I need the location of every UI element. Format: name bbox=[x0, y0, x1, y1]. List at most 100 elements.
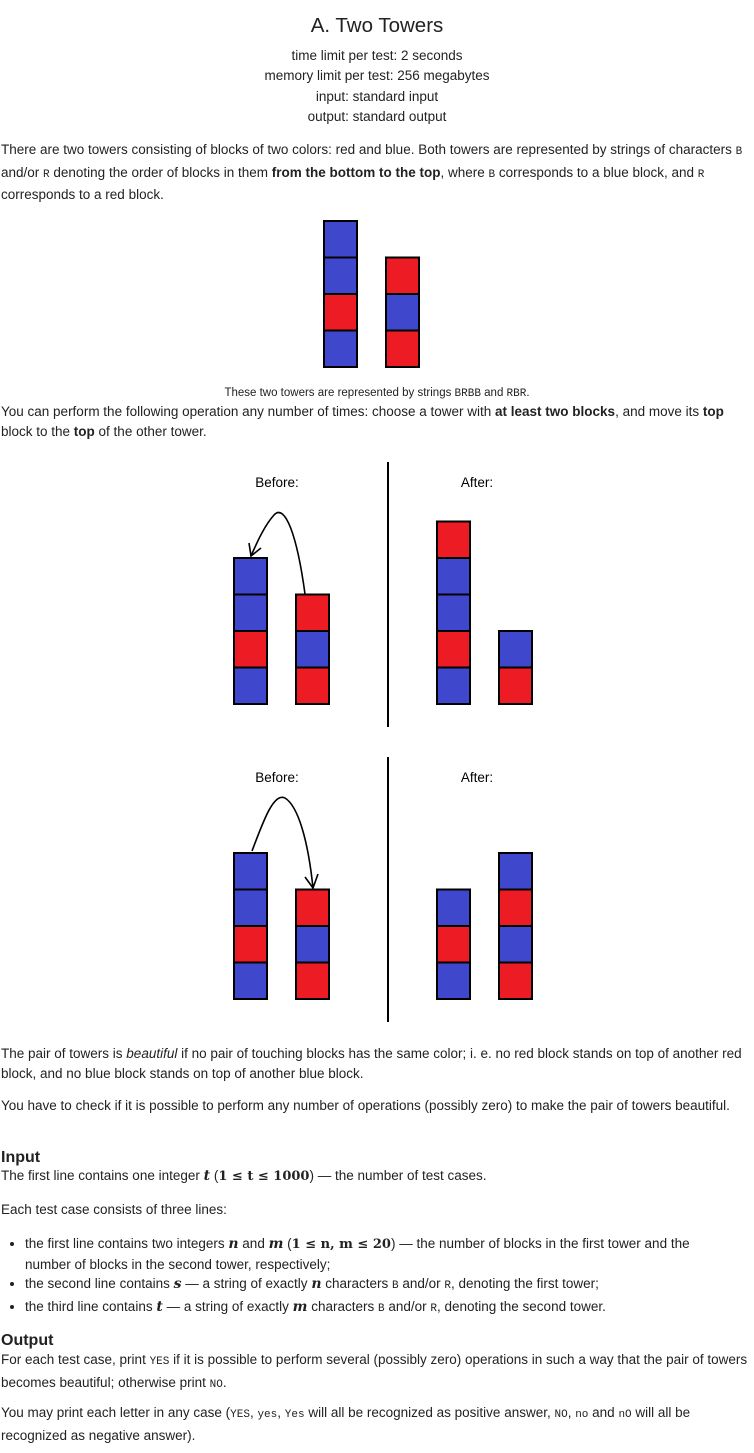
blue-block bbox=[323, 256, 358, 295]
text: the first line contains two integers bbox=[25, 1236, 229, 1251]
list-item: the third line contains t — a string of … bbox=[25, 1297, 725, 1320]
code: yes bbox=[257, 1409, 278, 1421]
emphasis: at least two blocks bbox=[495, 404, 616, 419]
after-tower-1 bbox=[436, 520, 471, 705]
after-label: After: bbox=[461, 770, 493, 785]
input-heading: Input bbox=[1, 1149, 41, 1166]
blue-block bbox=[436, 888, 471, 927]
text: and bbox=[480, 387, 507, 399]
text: , bbox=[249, 1405, 258, 1420]
text: if it is possible to perform several (po… bbox=[1, 1352, 748, 1390]
red-block bbox=[323, 293, 358, 332]
code: R bbox=[43, 168, 50, 181]
output-spec: output: standard output bbox=[307, 109, 447, 124]
code: NO bbox=[554, 1409, 568, 1421]
emphasis: top bbox=[73, 423, 95, 439]
math-var: n bbox=[228, 1236, 239, 1252]
blue-block bbox=[498, 852, 533, 891]
code: no bbox=[575, 1409, 589, 1421]
text: The first line contains one integer bbox=[1, 1168, 204, 1183]
before-label: Before: bbox=[255, 770, 299, 785]
blue-block bbox=[323, 220, 358, 259]
blue-block bbox=[436, 557, 471, 596]
statement-paragraph-4: You have to check if it is possible to p… bbox=[1, 1098, 730, 1113]
red-block bbox=[295, 666, 330, 705]
text: — a string of exactly bbox=[181, 1276, 312, 1291]
red-block bbox=[498, 888, 533, 927]
math-var: t bbox=[203, 1168, 211, 1184]
text: ( bbox=[283, 1236, 292, 1251]
output-paragraph-1: For each test case, print YES if it is p… bbox=[1, 1350, 749, 1395]
text: characters bbox=[307, 1298, 378, 1314]
emphasis: from the bottom to the top bbox=[271, 164, 441, 180]
operation-diagram-2: Before: After: bbox=[233, 757, 533, 1022]
memory-limit: memory limit per test: 256 megabytes bbox=[264, 68, 490, 83]
tower-1 bbox=[323, 220, 358, 368]
code: YES bbox=[230, 1409, 250, 1421]
text: will all be recognized as positive answe… bbox=[304, 1405, 555, 1420]
text: You may print each letter in any case ( bbox=[1, 1405, 231, 1420]
red-block bbox=[498, 961, 533, 1000]
operation-diagram-1: Before:After: bbox=[233, 462, 533, 727]
text: , and move its bbox=[615, 404, 703, 419]
blue-block bbox=[233, 888, 268, 927]
math-constraint: 1 ≤ t ≤ 1000 bbox=[218, 1169, 310, 1184]
code: BRBB bbox=[454, 388, 481, 400]
time-limit: time limit per test: 2 seconds bbox=[291, 48, 463, 63]
text: . bbox=[526, 387, 530, 399]
before-tower-2 bbox=[295, 593, 330, 705]
input-line-1: The first line contains one integer t (1… bbox=[1, 1166, 749, 1187]
text: These two towers are represented by stri… bbox=[224, 387, 455, 399]
red-block bbox=[436, 630, 471, 669]
text: block to the bbox=[1, 423, 74, 439]
text: and bbox=[588, 1405, 619, 1420]
text: the third line contains bbox=[25, 1298, 157, 1314]
text: , denoting the second tower. bbox=[436, 1298, 606, 1314]
text: characters bbox=[321, 1276, 393, 1291]
code: R bbox=[444, 1280, 452, 1292]
text: and bbox=[238, 1236, 269, 1251]
list-item: the second line contains s — a string of… bbox=[25, 1274, 725, 1297]
text: You can perform the following operation … bbox=[1, 404, 496, 419]
move-arrow bbox=[251, 796, 314, 889]
math-var: m bbox=[268, 1236, 284, 1252]
text: , where bbox=[440, 164, 489, 180]
text: corresponds to a blue block, and bbox=[495, 164, 698, 180]
text: denoting the order of blocks in them bbox=[49, 164, 272, 180]
math-var: t bbox=[156, 1298, 163, 1315]
emphasis: top bbox=[702, 404, 724, 419]
blue-block bbox=[385, 293, 420, 332]
before-label: Before: bbox=[255, 475, 299, 490]
text: and/or bbox=[398, 1276, 445, 1291]
blue-block bbox=[233, 852, 268, 891]
red-block bbox=[233, 925, 268, 964]
code: B bbox=[377, 1302, 385, 1315]
red-block bbox=[295, 888, 330, 927]
text: the second line contains bbox=[25, 1276, 174, 1291]
math-var: m bbox=[292, 1298, 308, 1315]
blue-block bbox=[498, 925, 533, 964]
text: corresponds to a red block. bbox=[1, 187, 164, 202]
text: ) — the number of blocks in the first to… bbox=[25, 1236, 690, 1272]
text: and/or bbox=[1, 164, 44, 180]
text: For each test case, print bbox=[1, 1352, 150, 1367]
move-arrow bbox=[250, 511, 306, 595]
blue-block bbox=[323, 329, 358, 368]
red-block bbox=[385, 329, 420, 368]
text: of the other tower. bbox=[94, 423, 207, 439]
move-arrow-head bbox=[304, 873, 319, 890]
red-block bbox=[498, 666, 533, 705]
statement-paragraph-1: There are two towers consisting of block… bbox=[1, 140, 749, 205]
before-tower-2 bbox=[295, 888, 330, 1000]
tower-2 bbox=[385, 256, 420, 368]
text: , bbox=[277, 1405, 285, 1420]
blue-block bbox=[233, 961, 268, 1000]
blue-block bbox=[295, 925, 330, 964]
statement-paragraph-3: The pair of towers is beautiful if no pa… bbox=[1, 1044, 749, 1083]
text: — a string of exactly bbox=[162, 1298, 293, 1314]
blue-block bbox=[233, 593, 268, 632]
math-var: n bbox=[311, 1276, 322, 1292]
code: R bbox=[430, 1302, 437, 1315]
code: nO bbox=[618, 1409, 632, 1421]
text: ) — the number of test cases. bbox=[309, 1168, 487, 1183]
